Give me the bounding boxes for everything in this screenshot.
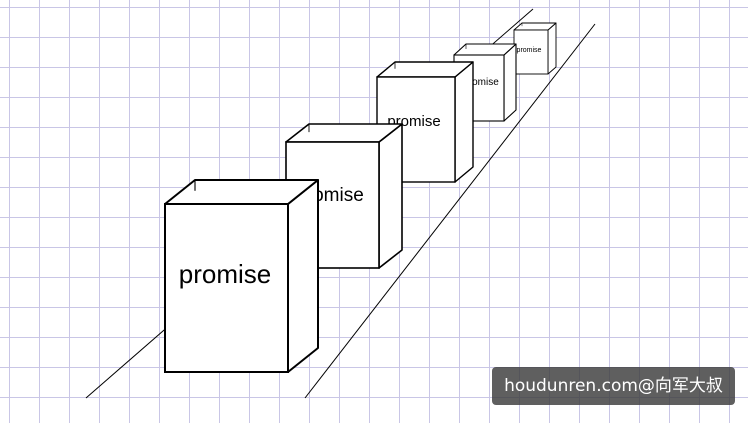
box-front-face	[513, 29, 549, 75]
promise-box: promise	[513, 22, 557, 75]
box-side-face	[503, 43, 517, 122]
box-side-face	[287, 179, 319, 373]
box-side-face	[378, 123, 403, 269]
box-label: promise	[463, 77, 499, 88]
box-label: promise	[517, 47, 542, 54]
box-top-face	[513, 22, 557, 31]
box-label: promise	[179, 259, 271, 289]
promise-box: promise	[164, 179, 319, 373]
box-side-face	[454, 61, 474, 183]
rail-right	[304, 23, 596, 399]
box-top-face	[376, 61, 474, 78]
box-front-face	[164, 203, 289, 373]
box-side-face	[547, 22, 557, 75]
watermark: houdunren.com@向军大叔	[492, 367, 735, 405]
